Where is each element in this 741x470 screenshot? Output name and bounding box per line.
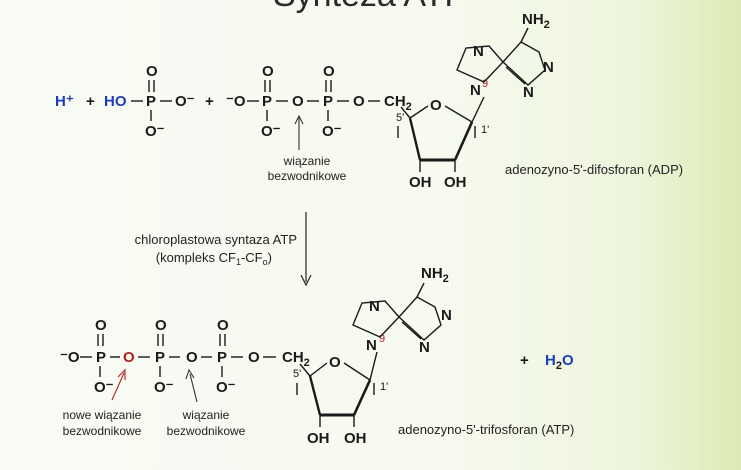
atp-ester-oxygen: O bbox=[248, 349, 260, 366]
reactants-row: H⁺ + HO P O⁻ O O⁻ + ⁻O P O P O CH2 O O O… bbox=[55, 11, 683, 191]
adp-oh-right: OH bbox=[444, 174, 467, 191]
adp-ring-oxygen: O bbox=[430, 97, 442, 114]
adp-phosphorus-alpha: P bbox=[323, 93, 333, 110]
adp-oh-left: OH bbox=[409, 174, 432, 191]
adp-minus-o: ⁻O bbox=[226, 93, 246, 110]
atp-o-minus-beta: O⁻ bbox=[154, 379, 174, 396]
atp-phosphorus-alpha: P bbox=[217, 349, 227, 366]
atp-bond-label-line1: wiązanie bbox=[182, 408, 230, 422]
adp-n1: N bbox=[543, 59, 554, 76]
atp-adenine: N 9 N N N NH2 bbox=[352, 265, 452, 356]
adp-ch2: CH2 bbox=[384, 93, 412, 113]
adp-oxo-beta: O bbox=[262, 63, 274, 80]
adp-ribose: O 5' 1' OH OH bbox=[396, 96, 489, 191]
phosphate-o-minus-bottom: O⁻ bbox=[145, 123, 165, 140]
atp-oh-right: OH bbox=[344, 430, 367, 447]
atp-n7: N bbox=[369, 298, 380, 315]
adp-n3: N bbox=[523, 84, 534, 101]
plus-sign-1: + bbox=[86, 93, 95, 110]
adp-oxo-alpha: O bbox=[323, 63, 335, 80]
atp-bond-label-line2: bezwodnikowe bbox=[167, 424, 246, 438]
adp-n9: N bbox=[470, 82, 481, 99]
adp-name-label: adenozyno-5'-difosforan (ADP) bbox=[505, 162, 683, 177]
atp-phosphorus-beta: P bbox=[155, 349, 165, 366]
adp-nh2: NH2 bbox=[522, 11, 550, 31]
atp-nh2: NH2 bbox=[421, 265, 449, 285]
anhydride-bond-label-line2: bezwodnikowe bbox=[268, 169, 347, 183]
atp-oxo-alpha: O bbox=[217, 317, 229, 334]
water: H2O bbox=[545, 352, 574, 372]
plus-sign-3: + bbox=[520, 352, 529, 369]
atp-minus-o: ⁻O bbox=[60, 349, 80, 366]
adp-adenine: N 9 N N N NH2 bbox=[456, 11, 554, 101]
products-row: ⁻O P O P O P O CH2 O O O O⁻ O⁻ O⁻ nowe w… bbox=[60, 265, 574, 447]
phosphate-oxo: O bbox=[146, 63, 158, 80]
adp-phosphorus-beta: P bbox=[262, 93, 272, 110]
atp-bridge-oxygen: O bbox=[186, 349, 198, 366]
adp-n9-number: 9 bbox=[482, 78, 488, 90]
adp-one-prime: 1' bbox=[481, 124, 489, 136]
atp-n1: N bbox=[441, 307, 452, 324]
phosphorus-p: P bbox=[146, 93, 156, 110]
atp-name-label: adenozyno-5'-trifosforan (ATP) bbox=[398, 422, 574, 437]
atp-new-bridge-oxygen: O bbox=[123, 349, 135, 366]
atp-phosphorus-gamma: P bbox=[96, 349, 106, 366]
page-title: Synteza ATP bbox=[273, 0, 467, 14]
atp-oh-left: OH bbox=[307, 430, 330, 447]
atp-five-prime: 5' bbox=[293, 368, 301, 380]
adp-five-prime: 5' bbox=[396, 112, 404, 124]
hydroxyl-ho: HO bbox=[104, 93, 127, 110]
atp-ribose: O 5' 1' OH OH bbox=[293, 351, 388, 447]
enzyme-name: chloroplastowa syntaza ATP bbox=[135, 232, 297, 247]
enzyme-step: chloroplastowa syntaza ATP (kompleks CF1… bbox=[135, 212, 312, 287]
adp-o-minus-alpha: O⁻ bbox=[322, 123, 342, 140]
enzyme-complex: (kompleks CF1-CFo) bbox=[156, 250, 272, 267]
atp-ring-oxygen: O bbox=[329, 354, 341, 371]
adp-ester-oxygen: O bbox=[353, 93, 365, 110]
atp-o-minus-gamma: O⁻ bbox=[94, 379, 114, 396]
plus-sign-2: + bbox=[205, 93, 214, 110]
atp-oxo-gamma: O bbox=[95, 317, 107, 334]
atp-n3: N bbox=[419, 339, 430, 356]
atp-ch2: CH2 bbox=[282, 349, 310, 369]
atp-o-minus-alpha: O⁻ bbox=[216, 379, 236, 396]
new-bond-label-line2: bezwodnikowe bbox=[63, 424, 142, 438]
adp-n7: N bbox=[473, 43, 484, 60]
adp-o-minus-beta: O⁻ bbox=[261, 123, 281, 140]
atp-n9-number: 9 bbox=[379, 333, 385, 345]
atp-one-prime: 1' bbox=[380, 381, 388, 393]
anhydride-bond-label-line1: wiązanie bbox=[283, 154, 331, 168]
new-bond-label-line1: nowe wiązanie bbox=[63, 408, 142, 422]
proton: H⁺ bbox=[55, 93, 74, 110]
atp-oxo-beta: O bbox=[155, 317, 167, 334]
phosphate-o-minus-right: O⁻ bbox=[175, 93, 195, 110]
atp-n9: N bbox=[366, 337, 377, 354]
adp-bridge-oxygen: O bbox=[292, 93, 304, 110]
